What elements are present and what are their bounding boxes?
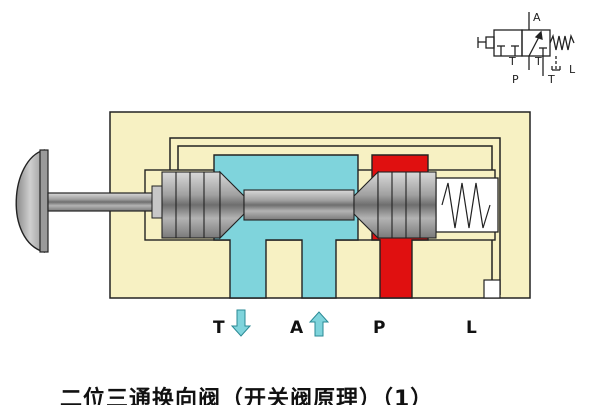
symbol-push-button	[485, 36, 495, 49]
push-button-knob	[15, 149, 45, 253]
symbol-box-left	[493, 29, 523, 57]
symbol-label-p: P	[512, 73, 519, 86]
valve-body	[109, 111, 531, 299]
spool-neck	[243, 189, 355, 221]
push-button[interactable]	[15, 149, 163, 253]
return-spring	[441, 182, 491, 229]
diagram-caption: 二位三通换向阀（开关阀原理）（1）	[60, 387, 434, 405]
symbol-label-t-inner: T	[534, 55, 542, 68]
arrow-up-icon	[308, 311, 330, 337]
spring-chamber	[435, 177, 499, 233]
port-label-p: P	[373, 318, 385, 338]
push-button-stem	[47, 192, 159, 212]
drain-passage	[169, 137, 501, 295]
valve-spool	[161, 170, 437, 240]
port-label-a: A	[290, 318, 304, 338]
port-label-t: T	[213, 318, 225, 338]
symbol-label-l: L	[569, 63, 576, 76]
port-label-l: L	[466, 318, 477, 338]
symbol-label-t-left: T	[508, 55, 516, 68]
symbol-spring	[549, 33, 575, 51]
symbol-label-t-right: T	[547, 73, 555, 86]
valve-symbol	[477, 12, 575, 76]
arrow-down-icon	[230, 309, 252, 337]
symbol-label-a: A	[533, 11, 541, 24]
